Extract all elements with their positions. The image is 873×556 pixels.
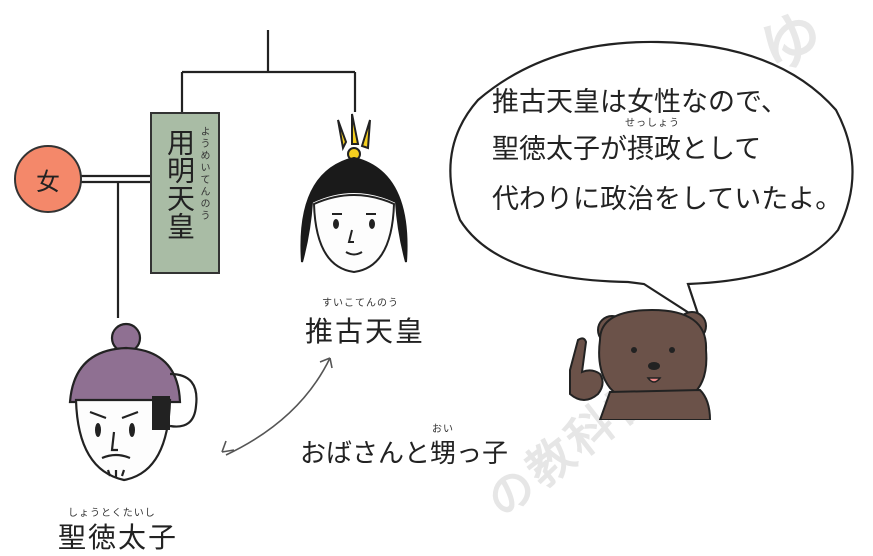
empress-suiko-figure bbox=[300, 113, 408, 274]
speech-bubble-line2-kanji: 摂政 bbox=[627, 134, 681, 165]
woman-marker-label: 女 bbox=[36, 167, 60, 196]
bear-narrator bbox=[569, 308, 712, 420]
speech-bubble-line2-reading: せっしょう bbox=[625, 118, 680, 129]
speech-bubble-line3: 代わりに政治をしていたよ。 bbox=[492, 184, 843, 215]
relation-kanji-reading: おい bbox=[432, 424, 454, 435]
relation-label: おばさんと甥っ子 bbox=[300, 433, 508, 470]
emperor-yomei-reading: ようめいてんのう bbox=[198, 126, 209, 222]
woman-marker: 女 bbox=[14, 145, 82, 213]
relation-text-kanji: 甥 bbox=[430, 439, 457, 469]
empress-suiko-reading: すいこてんのう bbox=[322, 298, 399, 309]
emperor-yomei-box: 用明天皇 ようめいてんのう bbox=[150, 112, 220, 274]
relation-text-before: おばさんと bbox=[300, 439, 431, 469]
speech-bubble-line2-before: 聖徳太子が bbox=[492, 134, 627, 165]
speech-bubble-line2-after: として bbox=[681, 134, 762, 165]
relation-text-after: っ子 bbox=[456, 439, 509, 469]
speech-bubble-shape bbox=[449, 40, 854, 320]
emperor-yomei-name: 用明天皇 bbox=[163, 128, 196, 240]
speech-bubble-line1: 推古天皇は女性なので、 bbox=[492, 87, 788, 118]
relation-arrow bbox=[221, 357, 333, 456]
speech-bubble-line2: 聖徳太子が摂政として bbox=[492, 127, 761, 166]
empress-suiko-name: 推古天皇 bbox=[305, 315, 426, 348]
prince-shotoku-name: 聖徳太子 bbox=[58, 521, 179, 554]
prince-shotoku-figure bbox=[68, 322, 198, 482]
prince-shotoku-reading: しょうとくたいし bbox=[68, 508, 156, 519]
